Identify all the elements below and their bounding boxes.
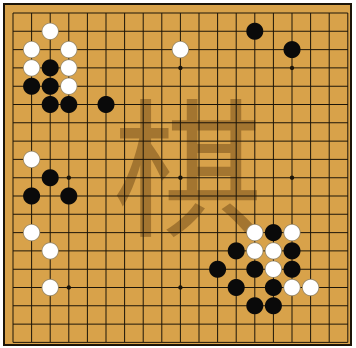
white-stone [265,243,281,259]
black-stone [265,298,281,314]
star-point [290,66,294,70]
black-stone [23,188,39,204]
black-stone [42,96,58,112]
black-stone [247,261,263,277]
white-stone [284,224,300,240]
black-stone [284,41,300,57]
white-stone [61,41,77,57]
white-stone [265,261,281,277]
black-stone [42,78,58,94]
black-stone [228,279,244,295]
white-stone [42,279,58,295]
star-point [178,176,182,180]
star-point [178,66,182,70]
white-stone [23,151,39,167]
white-stone [23,41,39,57]
white-stone [61,60,77,76]
black-stone [247,23,263,39]
star-point [290,176,294,180]
white-stone [284,279,300,295]
star-point [178,285,182,289]
go-board[interactable]: 棋 [3,3,352,346]
white-stone [61,78,77,94]
black-stone [61,188,77,204]
black-stone [23,78,39,94]
white-stone [23,224,39,240]
black-stone [284,243,300,259]
white-stone [247,224,263,240]
white-stone [302,279,318,295]
white-stone [247,243,263,259]
black-stone [265,224,281,240]
board-grid[interactable] [5,5,350,344]
black-stone [42,60,58,76]
black-stone [42,170,58,186]
black-stone [265,279,281,295]
black-stone [209,261,225,277]
white-stone [23,60,39,76]
black-stone [228,243,244,259]
black-stone [61,96,77,112]
white-stone [42,243,58,259]
black-stone [247,298,263,314]
black-stone [98,96,114,112]
star-point [67,285,71,289]
white-stone [42,23,58,39]
star-point [67,176,71,180]
black-stone [284,261,300,277]
white-stone [172,41,188,57]
